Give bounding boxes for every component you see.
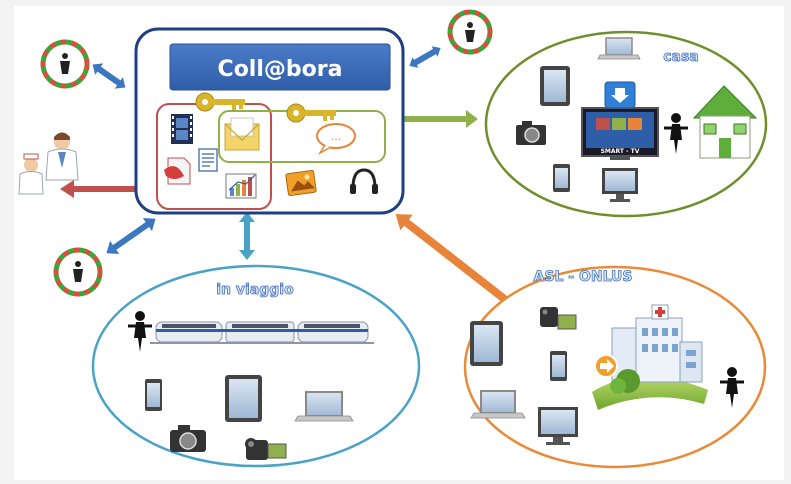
video-camera-icon: [245, 438, 287, 460]
train-icon: [150, 321, 374, 344]
photo-icon: [285, 169, 317, 197]
laptop-icon: [597, 37, 641, 60]
doctor-icon: [45, 132, 79, 181]
key-icon: [286, 103, 336, 123]
hub-platform: Coll@bora: [134, 27, 405, 215]
arrow-hub-to-group-topright: [409, 46, 441, 68]
hub-title: Coll@bora: [218, 57, 343, 82]
email-icon: [224, 117, 260, 151]
arrow-hub-to-group-bottom: [106, 217, 156, 255]
zone-asl-onlus: ASL - ONLUS: [463, 265, 767, 469]
arrow-hub-to-group-top: [92, 63, 126, 89]
laptop-icon: [294, 391, 354, 422]
camera-icon: [170, 425, 206, 452]
monitor-icon: [602, 168, 638, 202]
zone-asl-label: ASL - ONLUS: [534, 269, 633, 285]
chat-bubble-icon: ...: [316, 123, 356, 156]
smart-tv-label: SMART - TV: [601, 148, 640, 155]
smartphone-icon: [550, 351, 567, 381]
bar-chart-icon: [225, 173, 257, 199]
title-bar: [169, 43, 391, 91]
person-icon: [664, 113, 688, 154]
tablet-icon: [225, 375, 262, 422]
zone-viaggio-label: in viaggio: [216, 282, 294, 298]
people-group-icon: [40, 39, 90, 89]
arrow-hub-to-doctors: [60, 180, 152, 198]
arrow-hub-to-asl: [395, 213, 519, 311]
camera-icon: [516, 121, 546, 145]
document-icon: [198, 148, 218, 172]
arrow-hub-to-viaggio: [239, 212, 255, 260]
connector-arrows: [60, 46, 519, 311]
zone-casa: casa SMART - TV: [484, 30, 768, 218]
smartphone-icon: [145, 379, 162, 411]
laptop-icon: [470, 390, 526, 419]
download-icon: [611, 88, 629, 103]
hospital-icon: [592, 304, 708, 410]
chat-bubble-text: ...: [331, 130, 342, 143]
smart-tv-icon: SMART - TV: [581, 81, 659, 160]
person-icon: [128, 311, 152, 352]
monitor-icon: [538, 407, 578, 445]
tablet-icon: [470, 321, 503, 366]
tablet-icon: [540, 66, 570, 106]
arrow-hub-to-casa: [390, 110, 478, 128]
smartphone-icon: [553, 164, 570, 192]
video-camera-icon: [540, 307, 577, 330]
zone-in-viaggio: in viaggio: [91, 264, 421, 468]
person-icon: [720, 367, 744, 408]
key-icon: [195, 92, 245, 112]
nurse-icon: [18, 153, 44, 195]
house-icon: [692, 85, 758, 159]
people-group-icon: [53, 247, 103, 297]
people-group-icon: [447, 9, 493, 55]
pdf-file-icon: [164, 157, 191, 185]
headphones-icon: [350, 168, 378, 194]
zone-casa-label: casa: [663, 49, 699, 65]
video-file-icon: [171, 114, 193, 144]
